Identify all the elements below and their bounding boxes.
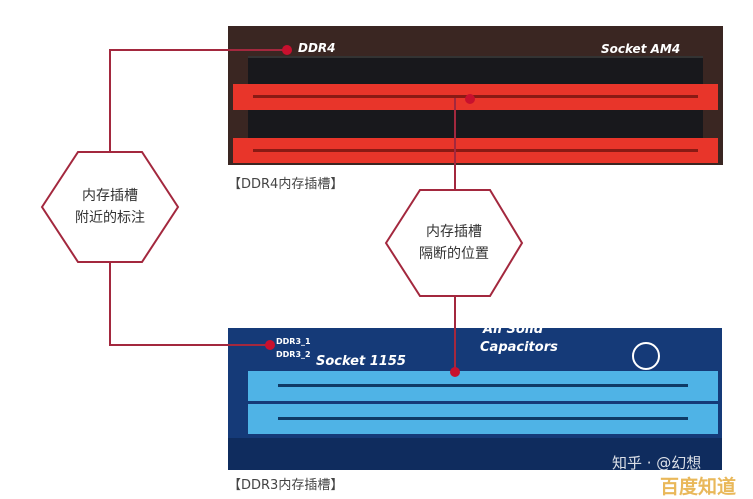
ddr3-1-label: DDR3_1 (276, 337, 311, 346)
ddr3-divider-dot (450, 367, 460, 377)
zhihu-watermark: 知乎 · @幻想 (612, 454, 702, 472)
right-hexagon (384, 189, 524, 297)
ddr4-motherboard-photo: DDR4 Socket AM4 (228, 26, 723, 165)
ddr3-2-label: DDR3_2 (276, 350, 311, 359)
right-callout-line2: 隔断的位置 (419, 246, 489, 262)
all-solid-label: All Solid (483, 328, 544, 337)
socket-1155-label: Socket 1155 (316, 354, 406, 369)
ddr4-label: DDR4 (298, 41, 336, 55)
board-components (228, 438, 722, 470)
ddr4-slot-black-2 (248, 110, 703, 138)
left-callout-line2: 附近的标注 (75, 210, 145, 226)
ddr4-slot-black-1 (248, 56, 703, 88)
capacitors-label: Capacitors (480, 340, 558, 355)
baidu-watermark: 百度知道 (660, 476, 737, 498)
ddr4-divider-dot (465, 94, 475, 104)
ddr4-caption: 【DDR4内存插槽】 (228, 177, 344, 192)
ddr4-slot-red-1 (233, 84, 718, 110)
right-callout-line1: 内存插槽 (426, 224, 482, 240)
ddr4-slot-red-2 (233, 138, 718, 163)
ddr3-motherboard-photo: DDR3_1 DDR3_2 Socket 1155 All Solid Capa… (228, 328, 722, 470)
left-top-connector (109, 49, 287, 152)
ddr3-caption: 【DDR3内存插槽】 (228, 478, 344, 493)
socket-am4-label: Socket AM4 (601, 42, 681, 56)
ddr4-label-dot (282, 45, 292, 55)
ddr3-label-dot (265, 340, 275, 350)
left-bottom-connector (109, 262, 270, 346)
pb-free-logo (632, 342, 660, 370)
right-callout-text: 内存插槽 隔断的位置 (396, 221, 512, 265)
ddr3-slot-1 (248, 371, 718, 401)
left-callout-text: 内存插槽 附近的标注 (52, 185, 168, 229)
left-hexagon (40, 151, 180, 263)
ddr3-slot-2 (248, 404, 718, 434)
left-callout-line1: 内存插槽 (82, 188, 138, 204)
